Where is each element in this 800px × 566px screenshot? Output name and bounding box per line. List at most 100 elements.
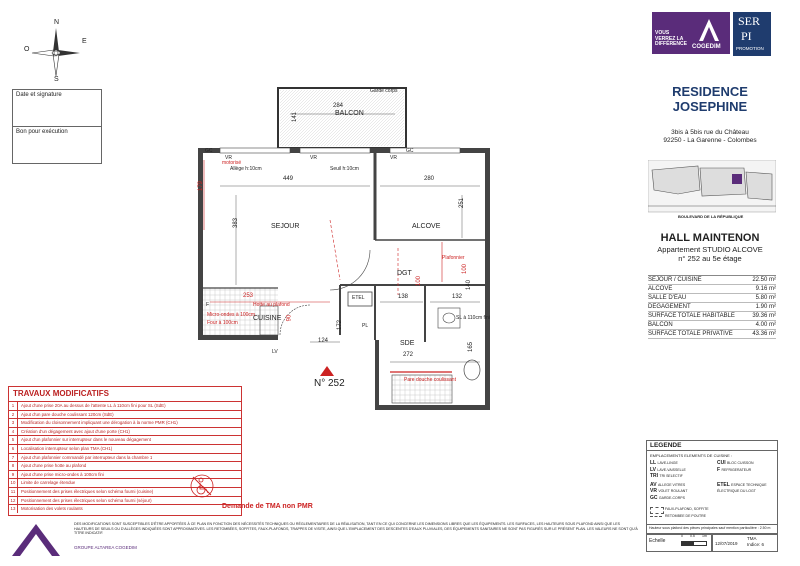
- surface-value: 39.36 m²: [752, 313, 776, 319]
- vr-label-2: VR: [310, 155, 317, 161]
- map-caption: BOULEVARD DE LA RÉPUBLIQUE: [678, 214, 744, 219]
- floor-plan: [198, 87, 490, 410]
- retombee-swatch: [650, 516, 662, 517]
- works-item-text: Limite de carrelage étendue: [21, 480, 76, 486]
- residence-name-1: RESIDENCE: [672, 84, 748, 99]
- hotte-label: Hotte au plafond: [253, 302, 290, 308]
- faux-plafond-swatch: [650, 507, 664, 514]
- dim-383: 383: [233, 217, 240, 229]
- surface-name: SURFACE TOTALE HABITABLE: [648, 313, 735, 319]
- dim-100a: 100: [462, 263, 469, 275]
- entrance-triangle-icon: [320, 366, 334, 376]
- dim-140: 140: [466, 279, 473, 291]
- surface-value: 1.90 m²: [755, 304, 776, 310]
- legend-col-2: CUI BLOC CUISSON F REFRIGERATEUR ETEL ES…: [717, 460, 767, 493]
- compass-o: O: [24, 46, 30, 53]
- group-name: GROUPE ALTAREA COGEDIM: [74, 545, 137, 550]
- works-item-number: 12: [9, 496, 18, 505]
- compass-e: E: [82, 38, 87, 45]
- room-cuisine: CUISINE: [253, 315, 282, 322]
- scale-box: Echelle 0 0.5 1m: [646, 534, 712, 552]
- surface-name: SALLE D'EAU: [648, 295, 687, 301]
- dim-172: 172: [337, 319, 344, 331]
- gc-label-1: GC: [205, 148, 213, 154]
- dim-124: 124: [318, 338, 329, 344]
- dim-280: 280: [424, 176, 435, 182]
- gc-label-2: GC: [406, 148, 414, 154]
- legend-subtitle: EMPLACEMENTS ELEMENTS DE CUISINE :: [650, 453, 733, 458]
- address-line-1: 3bis à 5bis rue du Château: [671, 129, 749, 136]
- surface-name: BALCON: [648, 322, 673, 328]
- serpi-pi: PI: [741, 29, 752, 43]
- wheelchair-crossed-icon: [190, 474, 214, 498]
- lv-label: LV: [272, 349, 278, 355]
- works-item-text: Création d'un dégagement avec ajout d'un…: [21, 428, 130, 434]
- site-map: BOULEVARD DE LA RÉPUBLIQUE: [647, 159, 777, 222]
- works-item-text: Ajout d'un plafonnier sur interrupteur d…: [21, 437, 151, 443]
- works-title: TRAVAUX MODIFICATIFS: [13, 389, 109, 398]
- apartment-type: Appartement STUDIO ALCOVE: [657, 245, 763, 254]
- compass-s: S: [54, 76, 59, 83]
- works-item-number: 5: [9, 436, 18, 444]
- scale-label: Echelle: [649, 538, 666, 544]
- cogedim-mark-icon: [699, 19, 719, 41]
- works-item-number: 10: [9, 479, 18, 487]
- revision-tma: TMA: [747, 536, 757, 541]
- tma-demand: Demande de TMA non PMR: [222, 503, 313, 510]
- dim-90: 90: [286, 314, 293, 322]
- works-item-number: 9: [9, 470, 18, 479]
- room-dgt: DGT: [397, 270, 412, 277]
- residence-address: 3bis à 5bis rue du Château 92250 - La Ga…: [640, 129, 780, 145]
- dim-253: 253: [243, 293, 254, 299]
- surface-value: 43.36 m²: [752, 331, 776, 337]
- tagline-3: DIFFÉRENCE: [655, 41, 687, 47]
- legend-panel: LEGENDE EMPLACEMENTS ELEMENTS DE CUISINE…: [646, 440, 778, 534]
- scale-bar: [681, 541, 707, 546]
- compass-n: N: [54, 19, 60, 26]
- scale-05: 0.5: [690, 534, 695, 538]
- legend-footer: Hauteur sous plafond des pièces principa…: [647, 524, 777, 531]
- compass-rose-icon: [31, 28, 80, 77]
- plafonnier-label: Plafonnier: [442, 255, 465, 261]
- apartment-label: N° 252: [314, 378, 345, 389]
- works-item-number: 11: [9, 487, 18, 496]
- works-item-text: Positionnement des prises électriques se…: [21, 488, 154, 494]
- surface-value: 22.50 m²: [752, 277, 776, 283]
- exec-label: Bon pour exécution: [16, 129, 68, 135]
- room-sde: SDE: [400, 340, 415, 347]
- dim-165: 165: [468, 341, 475, 353]
- scale-1: 1m: [702, 534, 707, 538]
- works-item-text: Positionnement des prises électriques se…: [21, 497, 152, 503]
- works-item-text: Motorisation des volets roulants: [21, 506, 83, 512]
- pl-label: PL: [362, 323, 369, 329]
- cogedim-logo: VOUS VERREZ LA DIFFÉRENCE COGEDIM: [652, 12, 730, 54]
- revision-date: 12/07/2019: [715, 541, 738, 546]
- sl-label: SL à 110cm fini: [456, 315, 490, 321]
- works-item-number: 8: [9, 462, 18, 470]
- hall-name: HALL MAINTENON: [660, 232, 760, 244]
- f-label: F: [206, 302, 210, 308]
- motorise-label: motorisé: [222, 160, 242, 166]
- date-signature-box[interactable]: Date et signature: [12, 89, 102, 127]
- disclaimer: DES MODIFICATIONS SONT SUSCEPTIBLES D'ÊT…: [74, 522, 638, 536]
- works-item-number: 7: [9, 453, 18, 462]
- exec-box[interactable]: Bon pour exécution: [12, 126, 102, 164]
- works-item-text: Ajout d'un pare douche coulissant 120cm …: [21, 411, 114, 417]
